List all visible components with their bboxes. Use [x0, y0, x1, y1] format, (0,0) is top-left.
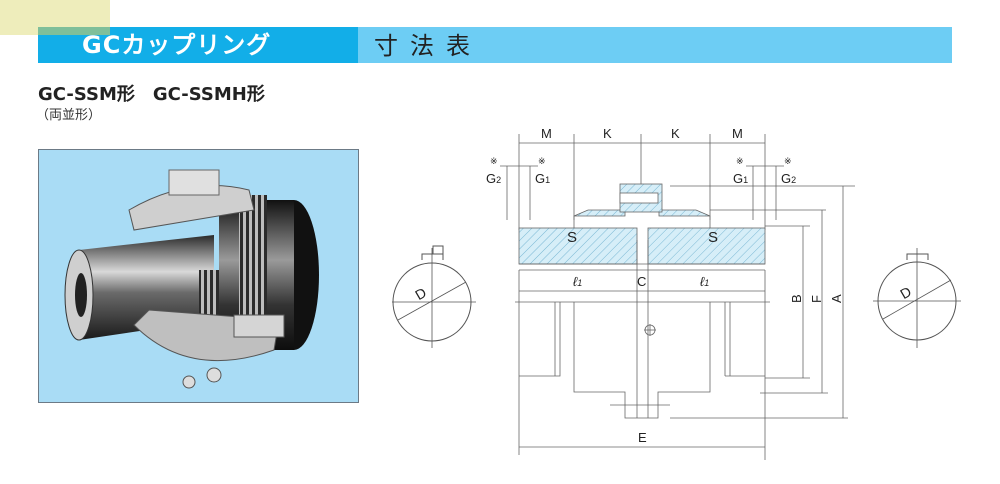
page-title: GCカップリング: [82, 31, 272, 59]
dimension-label-A: A: [829, 294, 844, 303]
bore-diagram-right: D: [873, 248, 961, 348]
dimension-label-K-right: K: [671, 126, 680, 141]
dimension-label-K-left: K: [603, 126, 612, 141]
dimension-label-l1-left: ℓ1: [573, 274, 582, 289]
header-accent: [38, 27, 110, 35]
dimension-label-M-left: M: [541, 126, 552, 141]
dimension-label-D: D: [897, 283, 914, 302]
dimension-label-F: F: [809, 295, 824, 303]
page-subtitle: 寸法表: [374, 32, 482, 60]
dimension-label-C: C: [637, 274, 646, 289]
coupling-section-drawing: M K K M ※ ※ ※ ※ G2 G1 G1 G2 S S ℓ1 C ℓ1 …: [486, 126, 855, 460]
dimension-label-G1-right: G1: [733, 171, 748, 186]
dimension-label-S-left: S: [567, 229, 577, 246]
dimension-label-D: D: [412, 284, 429, 303]
bore-diagram-left: D: [392, 245, 476, 348]
gear-coupling-image: [64, 169, 319, 389]
dimension-label-G2-right: G2: [781, 171, 796, 186]
model-title: GC-SSM形 GC-SSMH形: [38, 84, 265, 105]
dimension-label-G2-left: G2: [486, 171, 501, 186]
dimension-label-M-right: M: [732, 126, 743, 141]
dimension-label-l1-right: ℓ1: [700, 274, 709, 289]
dimension-label-G1-left: G1: [535, 171, 550, 186]
dimension-label-S-right: S: [708, 229, 718, 246]
note-mark: ※: [784, 156, 792, 166]
dimension-label-E: E: [638, 430, 647, 445]
dimension-label-B: B: [789, 294, 804, 303]
note-mark: ※: [736, 156, 744, 166]
coupling-photo: [38, 149, 359, 403]
note-mark: ※: [538, 156, 546, 166]
note-mark: ※: [490, 156, 498, 166]
model-subtitle: （両並形）: [36, 108, 102, 123]
